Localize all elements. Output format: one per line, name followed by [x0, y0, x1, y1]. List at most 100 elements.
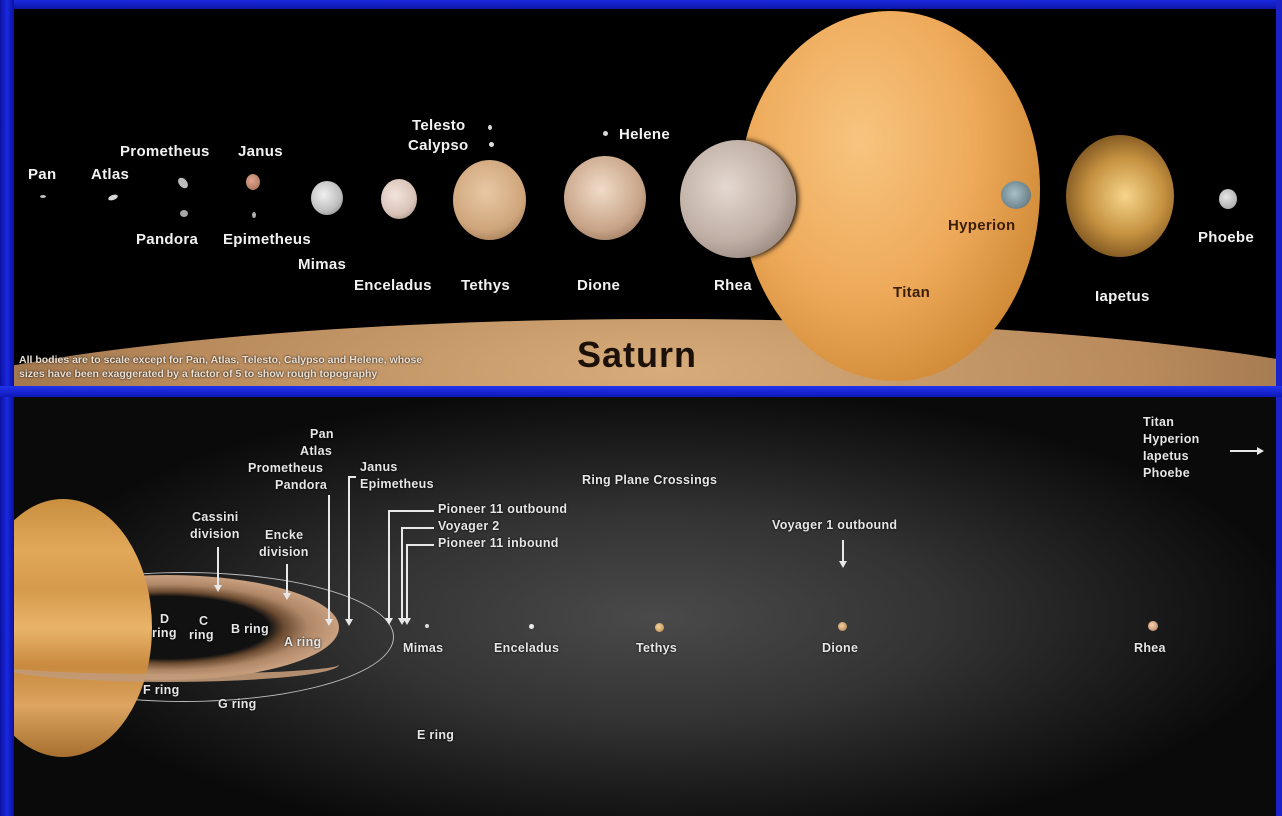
label-dione-orbit: Dione: [822, 641, 859, 655]
moon-enceladus: [381, 179, 417, 219]
label-janus-orbit: Janus: [360, 460, 398, 474]
label-atlas-orbit: Atlas: [300, 444, 333, 458]
voyager1-pointer-arrow: [839, 561, 847, 568]
pioneer-out-h: [388, 510, 434, 512]
voyager1-pointer-line: [842, 540, 844, 562]
label-mimas-orbit: Mimas: [403, 641, 444, 655]
voyager2-h: [401, 527, 434, 529]
outer-moons-arrow-head: [1257, 447, 1264, 455]
label-f-ring: F ring: [143, 683, 180, 697]
saturn-planet: [14, 499, 152, 757]
ring-plane-crossings-title: Ring Plane Crossings: [582, 473, 718, 487]
coorbital-pointer-line: [348, 476, 350, 622]
moon-size-comparison-panel: Pan Atlas Prometheus Pandora Janus Epime…: [14, 9, 1276, 386]
pioneer-out-v: [388, 510, 390, 620]
cassini-pointer-arrow: [214, 585, 222, 592]
label-d-ring-1: D: [160, 612, 170, 626]
label-titan: Titan: [893, 284, 931, 301]
label-prometheus: Prometheus: [120, 143, 210, 160]
dot-dione: [838, 622, 847, 631]
label-voyager2: Voyager 2: [438, 519, 500, 533]
label-voyager1-outbound: Voyager 1 outbound: [772, 518, 898, 532]
label-atlas: Atlas: [91, 166, 130, 183]
scale-caption-line-2: sizes have been exaggerated by a factor …: [19, 368, 378, 380]
label-hyperion: Hyperion: [948, 217, 1016, 234]
label-janus: Janus: [238, 143, 283, 160]
label-outer-hyperion: Hyperion: [1143, 432, 1200, 446]
label-enceladus-orbit: Enceladus: [494, 641, 560, 655]
label-epimetheus-orbit: Epimetheus: [360, 477, 434, 491]
label-epimetheus: Epimetheus: [223, 231, 312, 248]
dot-mimas: [425, 624, 429, 628]
label-pioneer11-inbound: Pioneer 11 inbound: [438, 536, 559, 550]
moon-dione: [564, 156, 646, 240]
label-enceladus: Enceladus: [354, 277, 432, 294]
outer-moons-arrow-line: [1230, 450, 1258, 452]
moon-prometheus: [176, 175, 190, 191]
moon-hyperion: [1001, 181, 1031, 209]
pioneer-in-h: [406, 544, 434, 546]
label-tethys: Tethys: [461, 277, 511, 294]
label-pan-orbit: Pan: [310, 427, 334, 441]
label-telesto: Telesto: [412, 117, 466, 134]
label-pandora-orbit: Pandora: [275, 478, 328, 492]
label-helene: Helene: [619, 126, 670, 143]
dot-rhea: [1148, 621, 1158, 631]
moon-atlas: [107, 193, 119, 202]
label-rhea: Rhea: [714, 277, 752, 294]
moon-calypso: [489, 142, 494, 147]
label-a-ring: A ring: [284, 635, 322, 649]
label-pandora: Pandora: [136, 231, 199, 248]
label-outer-iapetus: Iapetus: [1143, 449, 1189, 463]
label-outer-titan: Titan: [1143, 415, 1175, 429]
label-pioneer11-outbound: Pioneer 11 outbound: [438, 502, 568, 516]
scale-caption-line-1: All bodies are to scale except for Pan, …: [19, 354, 423, 366]
encke-pointer-arrow: [283, 593, 291, 600]
scale-caption: All bodies are to scale except for Pan, …: [19, 353, 422, 381]
pioneer-in-v: [406, 544, 408, 620]
moon-pandora: [180, 210, 188, 217]
label-cassini-1: Cassini: [192, 510, 239, 524]
frame-top-border: [0, 0, 1282, 9]
encke-pointer-line: [286, 564, 288, 594]
moon-helene: [603, 131, 608, 136]
coorbital-pointer-arrow: [345, 619, 353, 626]
g-ring-ellipse: [14, 572, 394, 702]
label-iapetus: Iapetus: [1095, 288, 1150, 305]
ring-front-band: [14, 647, 339, 682]
moon-rhea: [680, 140, 796, 258]
voyager2-v: [401, 527, 403, 620]
label-encke-1: Encke: [265, 528, 304, 542]
saturn-title: Saturn: [577, 334, 698, 375]
coorbital-bracket-h: [348, 476, 356, 478]
moon-telesto: [488, 125, 492, 130]
label-prometheus-orbit: Prometheus: [248, 461, 324, 475]
label-encke-2: division: [259, 545, 309, 559]
moon-mimas: [311, 181, 343, 215]
label-calypso: Calypso: [408, 137, 469, 154]
label-tethys-orbit: Tethys: [636, 641, 678, 655]
label-rhea-orbit: Rhea: [1134, 641, 1166, 655]
moon-epimetheus: [252, 212, 256, 218]
pioneer-in-arrow: [403, 618, 411, 625]
label-c-ring-2: ring: [189, 628, 214, 642]
moon-pan: [40, 195, 46, 198]
label-cassini-2: division: [190, 527, 240, 541]
label-e-ring: E ring: [417, 728, 455, 742]
label-mimas: Mimas: [298, 256, 347, 273]
label-pan: Pan: [28, 166, 57, 183]
cassini-pointer-line: [217, 547, 219, 587]
label-outer-phoebe: Phoebe: [1143, 466, 1190, 480]
moon-janus: [246, 174, 260, 190]
moon-iapetus: [1066, 135, 1174, 257]
pioneer-out-arrow: [385, 618, 393, 625]
moon-tethys: [453, 160, 526, 240]
label-d-ring-2: ring: [152, 626, 177, 640]
label-dione: Dione: [577, 277, 621, 294]
orbit-layout-panel: Pan Atlas Prometheus Pandora Janus Epime…: [14, 397, 1276, 816]
dot-tethys: [655, 623, 664, 632]
label-phoebe: Phoebe: [1198, 229, 1254, 246]
frame-divider: [0, 386, 1282, 397]
frame-right-border: [1276, 0, 1282, 816]
dot-enceladus: [529, 624, 534, 629]
